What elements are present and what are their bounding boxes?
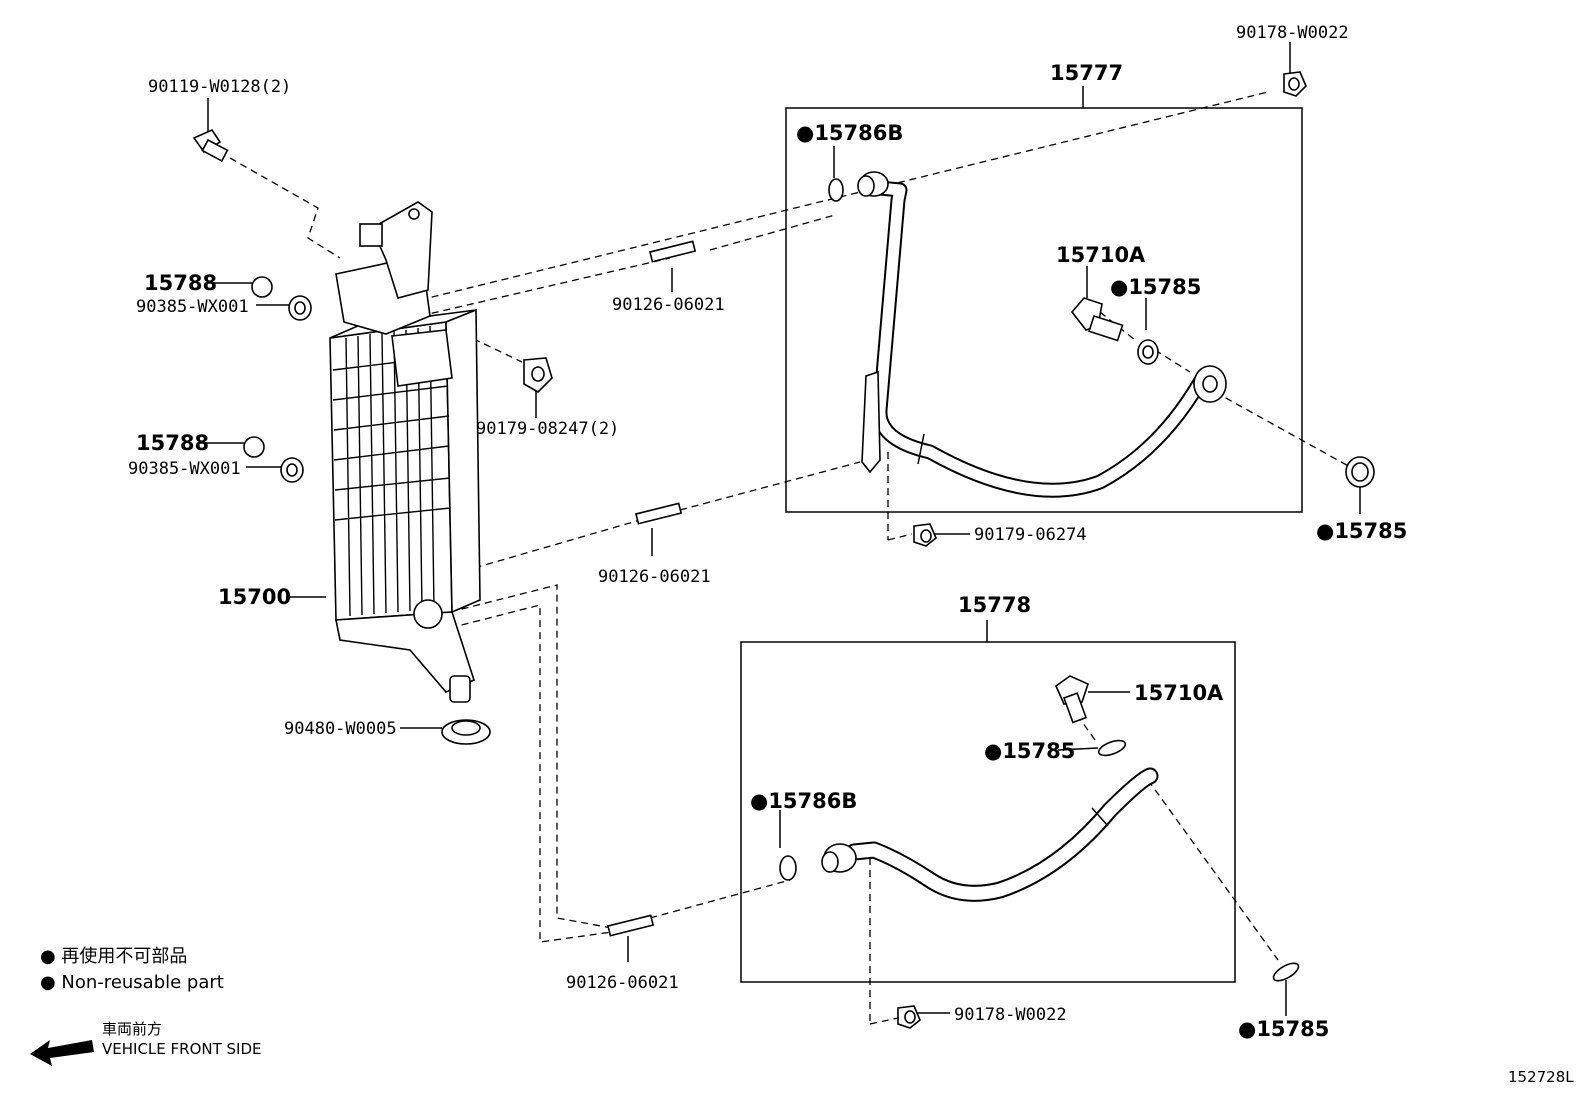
o-ring-15786b-top <box>828 178 844 202</box>
grommet-15788-a <box>251 276 273 298</box>
union-bolt-15710a-top <box>1070 297 1124 342</box>
stud-90126-a <box>649 240 697 263</box>
label-15785-bot: ●15785 <box>1238 1017 1329 1041</box>
nut-90179-08247 <box>523 357 553 393</box>
legend-front-en: VEHICLE FRONT SIDE <box>102 1040 262 1058</box>
oil-cooler-15700 <box>329 201 481 703</box>
legend-nonreusable-jp: ● 再使用不可部品 <box>40 946 187 967</box>
label-90178-top: 90178-W0022 <box>1236 23 1349 43</box>
label-90480: 90480-W0005 <box>284 719 397 739</box>
label-15777: 15777 <box>1050 61 1123 85</box>
nut-90179-06274 <box>913 523 937 547</box>
label-90178-bot: 90178-W0022 <box>954 1005 1067 1025</box>
gasket-15785-bot <box>1272 962 1300 982</box>
diagram-id: 152728L <box>1508 1068 1574 1086</box>
legend-front-jp: 車両前方 <box>102 1020 162 1038</box>
nut-90178-bot <box>897 1005 921 1029</box>
union-bolt-15710a-bot <box>1055 675 1089 724</box>
legend-nonreusable-en: ● Non-reusable part <box>40 972 224 993</box>
nut-90178-top <box>1283 71 1307 97</box>
label-15788-b: 15788 <box>136 431 209 455</box>
label-15785-top: ●15785 <box>1110 275 1201 299</box>
stud-90126-b <box>635 502 683 525</box>
label-15786b-bot: ●15786B <box>750 789 857 813</box>
label-15786b-top: ●15786B <box>796 121 903 145</box>
grommet-15788-b <box>243 436 265 458</box>
label-15785-mid: ●15785 <box>984 739 1075 763</box>
label-90385-a: 90385-WX001 <box>136 297 249 317</box>
label-90119: 90119-W0128(2) <box>148 77 291 97</box>
label-15785-right: ●15785 <box>1316 519 1407 543</box>
assembly-box-15777 <box>785 107 1303 513</box>
assembly-box-15778 <box>740 641 1236 983</box>
label-90126-c: 90126-06021 <box>566 973 679 993</box>
bolt-90119 <box>192 128 229 163</box>
label-15700: 15700 <box>218 585 291 609</box>
gasket-15785-mid <box>1097 739 1127 757</box>
label-90126-b: 90126-06021 <box>598 567 711 587</box>
label-15778: 15778 <box>958 593 1031 617</box>
oil-pipe-15778 <box>779 767 1159 902</box>
label-90126-a: 90126-06021 <box>612 295 725 315</box>
connection-lines <box>229 91 1353 1025</box>
stud-90126-c <box>607 914 655 937</box>
label-90179-06274: 90179-06274 <box>974 525 1087 545</box>
label-90179-08247: 90179-08247(2) <box>476 419 619 439</box>
label-15788-a: 15788 <box>144 271 217 295</box>
label-15710a-top: 15710A <box>1056 243 1146 267</box>
front-arrow-icon <box>30 1040 94 1066</box>
label-90385-b: 90385-WX001 <box>128 459 241 479</box>
label-15710a-bot: 15710A <box>1134 681 1224 705</box>
oil-pipe-15777 <box>828 171 1227 498</box>
plug-90480 <box>441 719 491 745</box>
o-ring-15786b-bot <box>779 855 797 881</box>
